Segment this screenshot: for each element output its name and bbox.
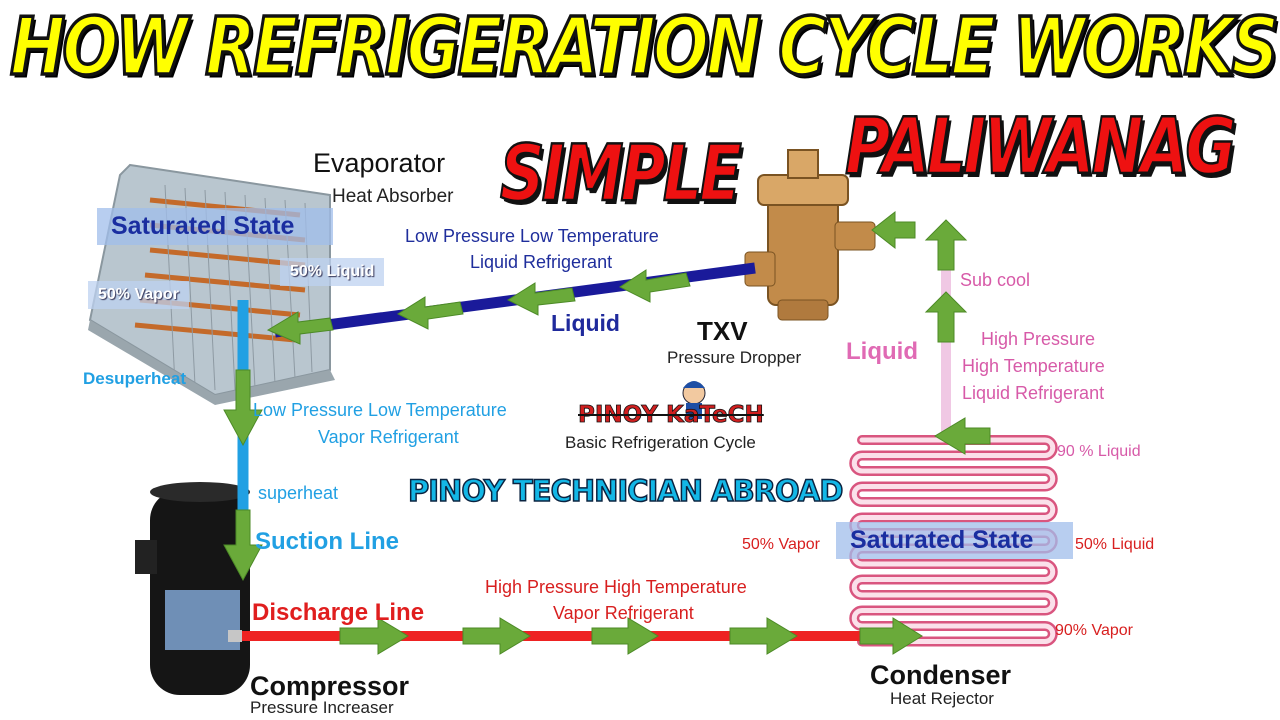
liquid-label-right: Liquid xyxy=(846,338,918,365)
compressor-role: Pressure Increaser xyxy=(250,698,394,717)
evaporator-label: Evaporator xyxy=(313,148,446,178)
evaporator-liquid-pct: 50% Liquid xyxy=(280,258,385,286)
evaporator-role: Heat Absorber xyxy=(332,186,454,207)
txv-valve xyxy=(744,149,876,321)
liquid-line-desc-1: Low Pressure Low Temperature xyxy=(405,226,659,246)
subcool-label: Sub cool xyxy=(960,270,1031,290)
subtitle-paliwanag: PALIWANAG xyxy=(844,100,1237,192)
condenser-vapor-pct: 50% Vapor xyxy=(742,536,820,553)
condenser-bottom-pct: 90% Vapor xyxy=(1055,622,1133,639)
evaporator-saturated-state: Saturated State xyxy=(97,208,333,245)
subtitle-simple: SIMPLE xyxy=(499,127,743,219)
compressor-label: Compressor xyxy=(250,671,410,701)
logo-mascot-icon xyxy=(682,381,706,419)
vapor-line-desc-2: Vapor Refrigerant xyxy=(318,427,459,447)
liquid-label-left: Liquid xyxy=(551,310,620,336)
condenser-saturated-state: Saturated State xyxy=(836,522,1073,559)
high-pressure-desc-1: High Pressure xyxy=(981,329,1096,349)
suction-line-label: Suction Line xyxy=(255,528,399,555)
hot-vapor-desc-1: High Pressure High Temperature xyxy=(485,577,747,597)
condenser-role: Heat Rejector xyxy=(890,689,994,708)
main-title: HOW REFRIGERATION CYCLE WORKS xyxy=(8,0,1280,94)
liquid-line-desc-2: Liquid Refrigerant xyxy=(470,252,613,272)
channel-band: PINOY TECHNICIAN ABROAD xyxy=(407,473,844,509)
high-pressure-desc-2: High Temperature xyxy=(962,356,1105,376)
hot-vapor-desc-2: Vapor Refrigerant xyxy=(553,603,694,623)
condenser-liquid-pct: 50% Liquid xyxy=(1075,536,1155,553)
logo-caption: Basic Refrigeration Cycle xyxy=(565,433,756,452)
condenser-top-pct: 90 % Liquid xyxy=(1057,443,1141,460)
superheat-label: superheat xyxy=(258,483,339,503)
discharge-line-label: Discharge Line xyxy=(252,599,425,626)
txv-label: TXV xyxy=(697,316,748,346)
desuperheat-label: Desuperheat xyxy=(83,369,186,388)
pinoy-katech-logo: PINOY KaTeCH xyxy=(578,402,765,429)
high-pressure-desc-3: Liquid Refrigerant xyxy=(962,383,1105,403)
vapor-line-desc-1: Low Pressure Low Temperature xyxy=(253,400,507,420)
evaporator-vapor-pct: 50% Vapor xyxy=(88,281,189,309)
condenser-label: Condenser xyxy=(870,660,1012,690)
flow-arrows xyxy=(223,210,991,655)
txv-role: Pressure Dropper xyxy=(667,348,802,367)
compressor-unit xyxy=(135,482,250,695)
